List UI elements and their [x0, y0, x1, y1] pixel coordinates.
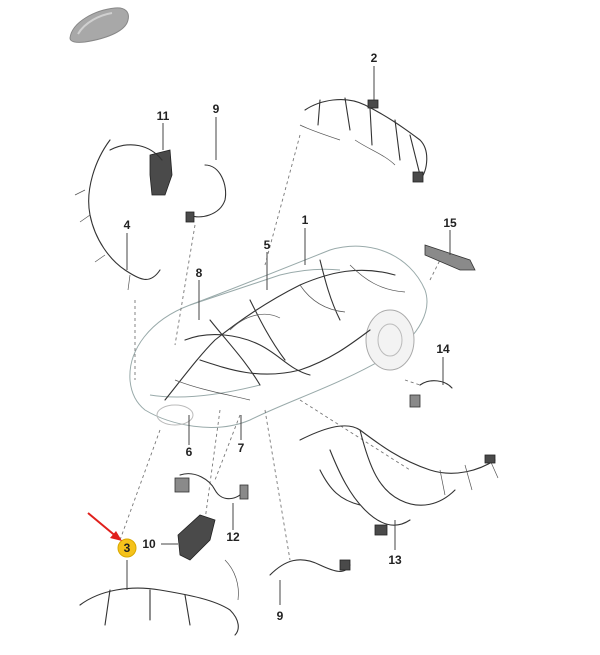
highlight-circle-part-3: [117, 538, 137, 558]
part-9-upper-harness: [185, 164, 227, 223]
part-11-bracket-module: [109, 144, 173, 196]
part-12-harness: [174, 473, 249, 500]
callout-1: 1: [302, 213, 309, 227]
callout-11: 11: [157, 109, 170, 123]
part-9-lower-harness: [269, 559, 351, 576]
part-4-left-harness: [74, 139, 161, 291]
main-harness-bundle: [164, 259, 406, 401]
part-10-module: [177, 514, 216, 561]
part-14-component: [409, 380, 453, 408]
callout-10: 10: [142, 537, 156, 551]
part-3-front-harness: [79, 559, 239, 636]
callout-4: 4: [124, 218, 131, 232]
callout-5: 5: [264, 238, 271, 252]
vehicle-body-outline: [129, 245, 428, 428]
red-arrow-indicator: [87, 512, 122, 541]
callout-9-upper: 9: [213, 102, 220, 116]
callout-8: 8: [196, 266, 203, 280]
callout-6: 6: [186, 445, 193, 459]
callout-13: 13: [388, 553, 402, 567]
callout-12: 12: [226, 530, 240, 544]
callout-7: 7: [238, 441, 245, 455]
callout-3: 3: [124, 541, 131, 555]
car-model-icon: [69, 7, 129, 43]
connector-dashes: [119, 134, 441, 561]
callout-2: 2: [371, 51, 378, 65]
leader-lines: [126, 66, 451, 605]
callout-9-lower: 9: [277, 609, 284, 623]
part-13-rear-harness: [299, 425, 499, 536]
part-15-component: [424, 244, 476, 271]
callout-15: 15: [443, 216, 457, 230]
callout-14: 14: [436, 342, 450, 356]
part-2-dashboard-harness: [299, 97, 428, 183]
